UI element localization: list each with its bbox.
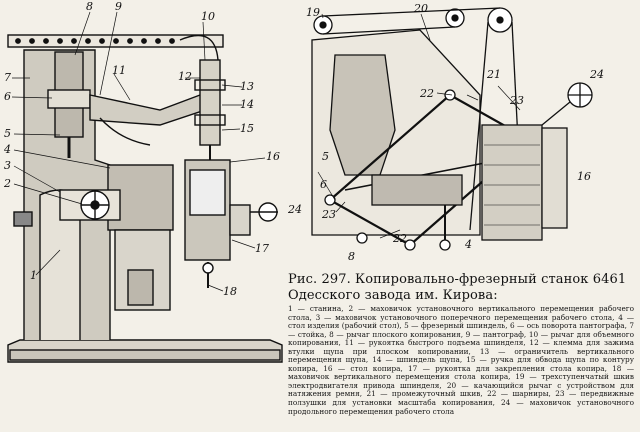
callout-22b-right: 22: [392, 232, 407, 245]
callout-7: 7: [4, 71, 11, 84]
callout-16-right: 16: [577, 170, 591, 183]
callout-5-right: 5: [322, 150, 329, 163]
callout-4: 4: [3, 143, 11, 156]
left-callout-labels: 8 9 10 7 6 11 12 13 14 5 15 4 3 2 16 24 …: [3, 0, 302, 298]
callout-19-right: 19: [306, 6, 320, 19]
callout-14: 14: [240, 98, 254, 111]
callout-1: 1: [30, 269, 37, 282]
callout-3: 3: [4, 159, 11, 172]
callout-20-right: 20: [413, 2, 428, 15]
callout-6-right: 6: [320, 178, 327, 191]
callout-6: 6: [4, 90, 11, 103]
callout-21-right: 21: [486, 68, 501, 81]
callout-9: 9: [115, 0, 122, 13]
callout-15: 15: [240, 122, 254, 135]
callout-8: 8: [86, 0, 93, 13]
callout-2: 2: [3, 177, 11, 190]
callout-22-right: 22: [419, 87, 434, 100]
callout-18: 18: [223, 285, 237, 298]
right-side-view-drawing: [311, 7, 593, 251]
callout-4-right: 4: [464, 238, 472, 251]
callout-11: 11: [112, 64, 126, 77]
callout-10: 10: [201, 10, 215, 23]
callout-23b-right: 23: [321, 208, 336, 221]
callout-17: 17: [255, 242, 269, 255]
right-callout-labels: 19 20 21 22 24 23 5 16 6 23 8 22 4: [306, 2, 604, 263]
callout-24: 24: [287, 203, 302, 216]
left-front-view-drawing: [7, 11, 283, 363]
callout-8-right: 8: [348, 250, 355, 263]
figure-title: Рис. 297. Копировально-фрезерный станок …: [288, 272, 627, 303]
callout-12: 12: [178, 70, 192, 83]
callout-16: 16: [266, 150, 280, 163]
callout-5: 5: [4, 127, 11, 140]
callout-24-right: 24: [589, 68, 604, 81]
figure-legend: 1 — станина, 2 — маховичок установочного…: [288, 304, 634, 416]
callout-13: 13: [240, 80, 254, 93]
callout-23-right: 23: [509, 94, 524, 107]
